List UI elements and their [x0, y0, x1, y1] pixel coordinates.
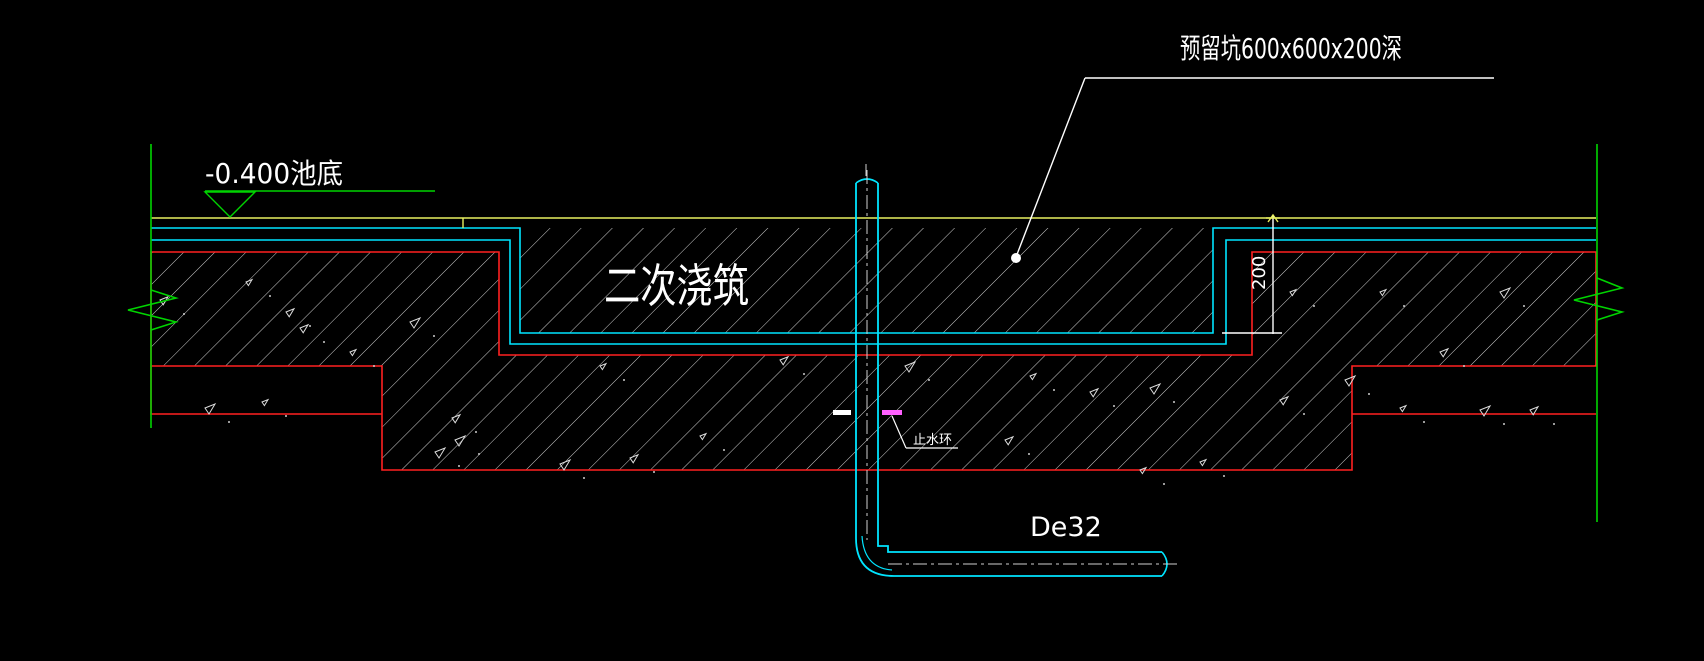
aggregate-mark: [1149, 382, 1162, 395]
aggregate-dot: [583, 477, 585, 479]
aggregate-mark: [1379, 288, 1388, 297]
water-stop-left-icon: [833, 410, 851, 415]
aggregate-dot: [1053, 389, 1055, 391]
aggregate-mark: [629, 453, 640, 464]
aggregate-mark: [1399, 404, 1408, 413]
aggregate-dot: [803, 373, 805, 375]
aggregate-dot: [1223, 475, 1225, 477]
aggregate-mark: [261, 398, 270, 407]
aggregate-mark: [699, 432, 708, 441]
aggregate-dot: [478, 453, 480, 455]
aggregate-mark: [779, 355, 790, 366]
pipe-size-label: De32: [1030, 512, 1102, 543]
water-stop-callout: 止水环: [891, 415, 958, 449]
aggregate-dot: [458, 465, 460, 467]
aggregate-mark: [349, 348, 358, 357]
aggregate-dot: [1503, 423, 1505, 425]
aggregate-dot: [1028, 453, 1030, 455]
aggregate-dot: [183, 313, 185, 315]
drain-pipe: [833, 164, 1180, 577]
aggregate-dot: [1303, 413, 1305, 415]
concrete-outline: [150, 251, 1597, 471]
aggregate-dot: [475, 431, 477, 433]
aggregate-mark: [1529, 405, 1540, 416]
aggregate-mark: [1139, 466, 1148, 475]
aggregate-mark: [1439, 347, 1450, 358]
aggregate-mark: [1289, 288, 1298, 297]
aggregate-dot: [323, 341, 325, 343]
elevation-label: -0.400池底: [205, 157, 343, 190]
dim-arrow-top-icon: [1267, 213, 1279, 223]
leader-dot-icon: [1011, 253, 1021, 263]
pit-note-callout: 预留坑600x600x200深: [1011, 32, 1494, 263]
aggregate-mark: [1279, 395, 1290, 406]
elevation-triangle-icon: [203, 191, 257, 218]
aggregate-dot: [285, 415, 287, 417]
pit-note-label: 预留坑600x600x200深: [1180, 32, 1402, 65]
aggregate-dot: [1523, 305, 1525, 307]
boundary-lines: [127, 144, 1625, 522]
aggregate-dot: [269, 295, 271, 297]
aggregate-mark: [409, 316, 422, 329]
aggregate-mark: [904, 360, 917, 373]
aggregate-dot: [433, 335, 435, 337]
waterproof-line-2: [151, 239, 1596, 345]
aggregate-mark: [1479, 404, 1492, 417]
elevation-marker: -0.400池底: [203, 157, 435, 218]
secondary-pour-label: 二次浇筑: [604, 259, 749, 313]
aggregate-mark: [454, 434, 467, 447]
aggregate-mark: [299, 323, 310, 334]
depth-dim-label: 200: [1249, 256, 1270, 290]
aggregate-dot: [623, 379, 625, 381]
aggregate-dot: [373, 365, 375, 367]
water-stop-label: 止水环: [913, 433, 952, 448]
aggregate-mark: [599, 362, 608, 371]
aggregate-mark: [285, 307, 296, 318]
depth-dimension: 200: [1222, 213, 1282, 334]
aggregate-mark: [245, 278, 254, 287]
aggregate-dot: [1403, 305, 1405, 307]
aggregate-dot: [309, 325, 311, 327]
pipe-inner-wall: [877, 183, 1162, 553]
aggregate-mark: [1004, 435, 1015, 446]
aggregate-dot: [1463, 365, 1465, 367]
aggregate-mark: [1029, 372, 1038, 381]
aggregate-dot: [228, 421, 230, 423]
aggregate-mark: [1089, 387, 1100, 398]
aggregate-dot: [1313, 305, 1315, 307]
pipe-outer-wall: [855, 183, 1162, 577]
aggregate-mark: [1199, 458, 1208, 467]
aggregate-mark: [1344, 374, 1357, 387]
break-symbol-right: [1573, 277, 1625, 321]
water-stop-ring-icon: [882, 410, 902, 415]
aggregate-mark: [204, 402, 217, 415]
aggregate-dot: [1553, 423, 1555, 425]
aggregate-dot: [1173, 401, 1175, 403]
aggregate-mark: [451, 413, 462, 424]
break-symbol-left: [127, 289, 179, 331]
aggregate-mark: [1499, 286, 1512, 299]
aggregate-dot: [928, 379, 930, 381]
aggregate-dot: [1368, 393, 1370, 395]
aggregate-dot: [723, 449, 725, 451]
lower-left-outline: [150, 366, 382, 415]
aggregate-dot: [1163, 483, 1165, 485]
aggregate-mark: [434, 446, 447, 459]
aggregate-mark: [559, 458, 572, 471]
aggregate-dot: [653, 471, 655, 473]
aggregate-dot: [1113, 405, 1115, 407]
aggregate-dot: [1423, 421, 1425, 423]
